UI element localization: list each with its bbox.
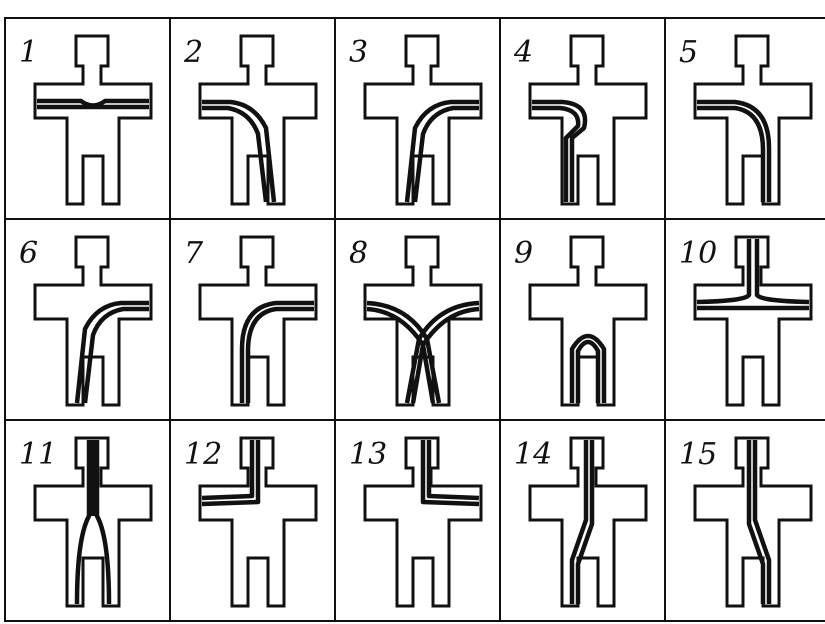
- figure-panel: 1: [5, 18, 170, 219]
- human-figure-outline: [530, 237, 646, 405]
- panel-number-label: 4: [513, 35, 533, 70]
- figure-panel: 3: [335, 18, 500, 219]
- figure-panel: 10: [665, 219, 825, 420]
- figure-panel: 2: [170, 18, 335, 219]
- figure-panel: 8: [335, 219, 500, 420]
- panel-number-label: 7: [184, 236, 204, 271]
- human-figure-outline: [365, 237, 481, 405]
- human-figure-outline: [365, 36, 481, 204]
- figure-panel: 6: [5, 219, 170, 420]
- panel-number-label: 9: [514, 236, 533, 271]
- human-figure-outline: [200, 36, 316, 204]
- panel-number-label: 13: [349, 437, 387, 472]
- panel-number-label: 10: [679, 236, 717, 271]
- panel-number-label: 1: [19, 35, 38, 70]
- figure-panel: 13: [335, 420, 500, 621]
- panel-number-label: 11: [19, 437, 57, 472]
- figure-panel: 15: [665, 420, 825, 621]
- panel-number-label: 8: [349, 236, 368, 271]
- panel-number-label: 15: [679, 437, 717, 472]
- figure-panel: 12: [170, 420, 335, 621]
- panel-number-label: 2: [183, 35, 203, 70]
- figure-panel: 11: [5, 420, 170, 621]
- panel-number-label: 6: [19, 236, 38, 271]
- figure-panel: 9: [500, 219, 665, 420]
- panel-number-label: 14: [514, 437, 552, 472]
- panel-number-label: 5: [679, 35, 698, 70]
- human-figure-outline: [35, 237, 151, 405]
- figure-panel: 7: [170, 219, 335, 420]
- figure-panel: 5: [665, 18, 825, 219]
- panel-number-label: 12: [184, 437, 222, 472]
- panel-number-label: 3: [349, 35, 368, 70]
- figure-panel: 14: [500, 420, 665, 621]
- human-figure-outline: [530, 36, 646, 204]
- human-figure-outline: [35, 36, 151, 204]
- figure-panel: 4: [500, 18, 665, 219]
